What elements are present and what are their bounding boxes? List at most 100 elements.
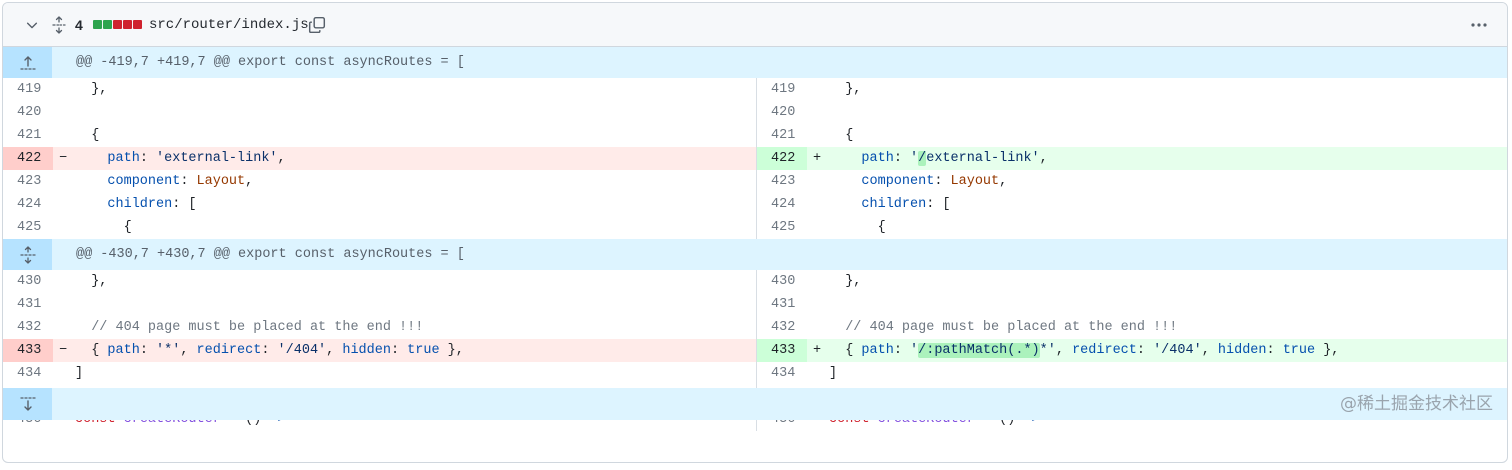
code-token: :	[934, 174, 951, 189]
code-token: /	[918, 151, 927, 166]
hunk-header-text: @@ -419,7 +419,7 @@ export const asyncRo…	[76, 55, 465, 70]
left-line-number[interactable]: 422	[3, 147, 53, 170]
code-token: {	[829, 128, 854, 143]
code-token: path	[861, 343, 894, 358]
left-line-number[interactable]: 421	[17, 128, 42, 143]
code-token: {	[829, 343, 862, 358]
code-token: :	[893, 151, 911, 166]
copy-icon[interactable]	[308, 16, 326, 34]
code-text: {	[829, 216, 886, 239]
right-side-line: 423 component: Layout,	[756, 170, 1507, 193]
code-token: path	[107, 151, 140, 166]
code-token: },	[439, 343, 464, 358]
left-line-number[interactable]: 431	[17, 297, 42, 312]
left-line-number[interactable]: 434	[17, 366, 42, 381]
code-token	[829, 197, 861, 212]
left-line-number[interactable]: 419	[17, 82, 42, 97]
left-side-line: 431	[3, 293, 756, 316]
file-path[interactable]: src/router/index.js	[149, 17, 309, 33]
diff-row: 424 children: [424 children: [	[3, 193, 1507, 216]
code-text: ]	[75, 362, 83, 385]
hunk-header-text: @@ -430,7 +430,7 @@ export const asyncRo…	[76, 247, 465, 262]
code-token: Layout	[950, 174, 1000, 189]
code-token: },	[75, 82, 108, 97]
code-text: path: '/external-link',	[829, 147, 1048, 170]
left-side-line: 433− { path: '*', redirect: '/404', hidd…	[3, 339, 756, 362]
left-side-line: 422− path: 'external-link',	[3, 147, 756, 170]
left-line-number[interactable]: 430	[17, 274, 42, 289]
right-side-line: 420	[756, 101, 1507, 124]
right-line-number[interactable]: 425	[771, 220, 796, 235]
code-token: '/404'	[1153, 343, 1202, 358]
code-token: ,	[326, 343, 343, 358]
unfold-icon[interactable]	[51, 16, 67, 34]
code-token: Layout	[196, 174, 246, 189]
left-side-line: 430 },	[3, 270, 756, 293]
code-text: children: [	[829, 193, 950, 216]
right-line-number[interactable]: 419	[771, 82, 796, 97]
right-line-number[interactable]: 432	[771, 320, 796, 335]
code-text: { path: '*', redirect: '/404', hidden: t…	[75, 339, 464, 362]
left-line-number[interactable]: 423	[17, 174, 42, 189]
diffstat-add-block	[103, 20, 112, 29]
code-token: ,	[1055, 343, 1073, 358]
left-line-number[interactable]: 425	[17, 220, 42, 235]
diffstat-del-block	[133, 20, 142, 29]
left-side-line: 434]	[3, 362, 756, 385]
expand-up-button[interactable]	[3, 47, 52, 78]
code-token: redirect	[196, 343, 262, 358]
code-token	[75, 151, 107, 166]
left-side-line: 420	[3, 101, 756, 124]
left-line-number[interactable]: 424	[17, 197, 42, 212]
right-line-number[interactable]: 434	[771, 366, 796, 381]
deletion-marker: −	[59, 343, 68, 358]
right-line-number[interactable]: 420	[771, 105, 796, 120]
addition-marker: +	[813, 343, 822, 358]
code-text: },	[75, 78, 107, 101]
right-side-line: 430 },	[756, 270, 1507, 293]
diff-row: 425 {425 {	[3, 216, 1507, 239]
right-line-number[interactable]: 431	[771, 297, 796, 312]
code-token: },	[829, 82, 862, 97]
code-token: true	[407, 343, 440, 358]
code-token: hidden	[1217, 343, 1267, 358]
diffstat-del-block	[123, 20, 132, 29]
code-token: ,	[245, 174, 254, 189]
left-side-line: 432 // 404 page must be placed at the en…	[3, 316, 756, 339]
code-token: :	[139, 151, 157, 166]
right-line-number[interactable]: 433	[757, 339, 807, 362]
code-token: path	[107, 343, 140, 358]
expand-down-button[interactable]	[3, 388, 52, 420]
code-token: *'	[1039, 343, 1056, 358]
expander-row-bottom: @稀土掘金技术社区	[3, 388, 1507, 420]
right-line-number[interactable]: 424	[771, 197, 796, 212]
watermark: @稀土掘金技术社区	[1340, 394, 1493, 414]
code-token: component	[107, 174, 181, 189]
chevron-down-icon[interactable]	[25, 18, 39, 32]
code-token: '	[910, 343, 919, 358]
code-token: ]	[75, 366, 84, 381]
code-text: component: Layout,	[829, 170, 1007, 193]
code-token: {	[75, 220, 132, 235]
kebab-horizontal-icon[interactable]	[1469, 17, 1489, 33]
code-text: { path: '/:pathMatch(.*)*', redirect: '/…	[829, 339, 1339, 362]
right-line-number[interactable]: 423	[771, 174, 796, 189]
code-text: },	[829, 78, 861, 101]
code-token: // 404 page must be placed at the end !!…	[829, 320, 1178, 335]
diff-row: 434]434]	[3, 362, 1507, 385]
expand-both-button[interactable]	[3, 239, 52, 270]
left-line-number[interactable]: 433	[3, 339, 53, 362]
left-line-number[interactable]: 432	[17, 320, 42, 335]
code-token	[75, 174, 107, 189]
code-token: '/404'	[277, 343, 327, 358]
right-line-number[interactable]: 421	[771, 128, 796, 143]
code-text: path: 'external-link',	[75, 147, 285, 170]
right-line-number[interactable]: 422	[757, 147, 807, 170]
code-token: component	[861, 174, 935, 189]
right-line-number[interactable]: 430	[771, 274, 796, 289]
code-token: :	[390, 343, 408, 358]
left-line-number[interactable]: 420	[17, 105, 42, 120]
code-text: },	[75, 270, 107, 293]
code-token: :	[261, 343, 278, 358]
code-text: {	[829, 124, 853, 147]
